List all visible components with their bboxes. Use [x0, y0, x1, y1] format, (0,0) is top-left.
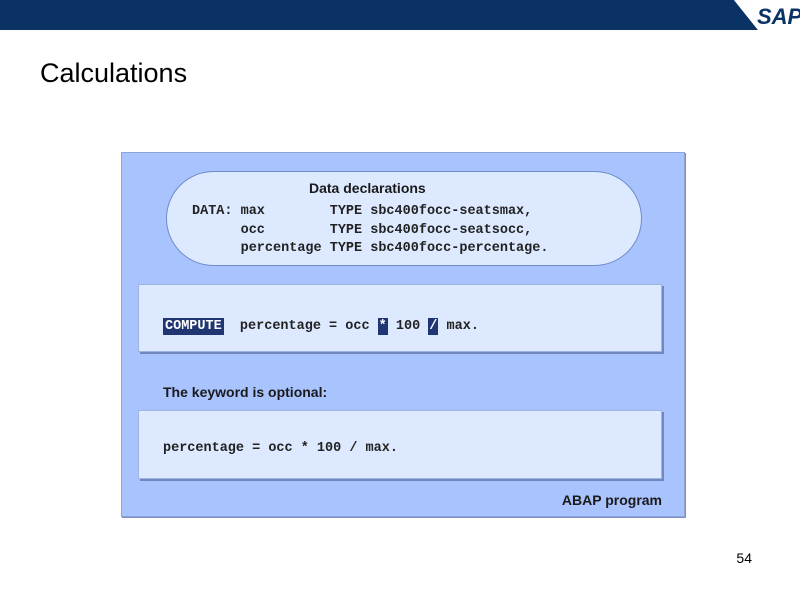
- declaration-line-2: occ TYPE sbc400focc-seatsocc,: [192, 223, 533, 238]
- slide-title: Calculations: [40, 58, 188, 88]
- compute-factor: 100: [395, 319, 421, 334]
- multiply-operator: *: [377, 318, 388, 335]
- top-header-bar: [0, 0, 800, 30]
- page-number: 54: [736, 550, 752, 566]
- compute-rhs: max.: [446, 319, 479, 334]
- declaration-line-1: DATA: max TYPE sbc400focc-seatsmax,: [192, 204, 533, 219]
- short-statement-box: percentage = occ * 100 / max.: [138, 410, 662, 479]
- divide-operator: /: [428, 318, 439, 335]
- sap-logo: SAP: [720, 0, 800, 30]
- data-declarations-box: Data declarations DATA: max TYPE sbc400f…: [166, 171, 642, 266]
- declaration-line-3: percentage TYPE sbc400focc-percentage.: [192, 241, 549, 256]
- abap-program-panel: Data declarations DATA: max TYPE sbc400f…: [121, 152, 685, 517]
- compute-keyword: COMPUTE: [163, 318, 224, 335]
- compute-statement-box: COMPUTE percentage = occ * 100 / max.: [138, 284, 662, 352]
- compute-statement: COMPUTE percentage = occ * 100 / max.: [163, 318, 479, 335]
- compute-lhs: percentage = occ: [239, 319, 370, 334]
- abap-program-label: ABAP program: [561, 492, 662, 508]
- declarations-heading: Data declarations: [309, 180, 426, 196]
- optional-keyword-note: The keyword is optional:: [163, 384, 328, 400]
- short-statement: percentage = occ * 100 / max.: [163, 441, 398, 456]
- sap-logo-text: SAP: [757, 4, 800, 29]
